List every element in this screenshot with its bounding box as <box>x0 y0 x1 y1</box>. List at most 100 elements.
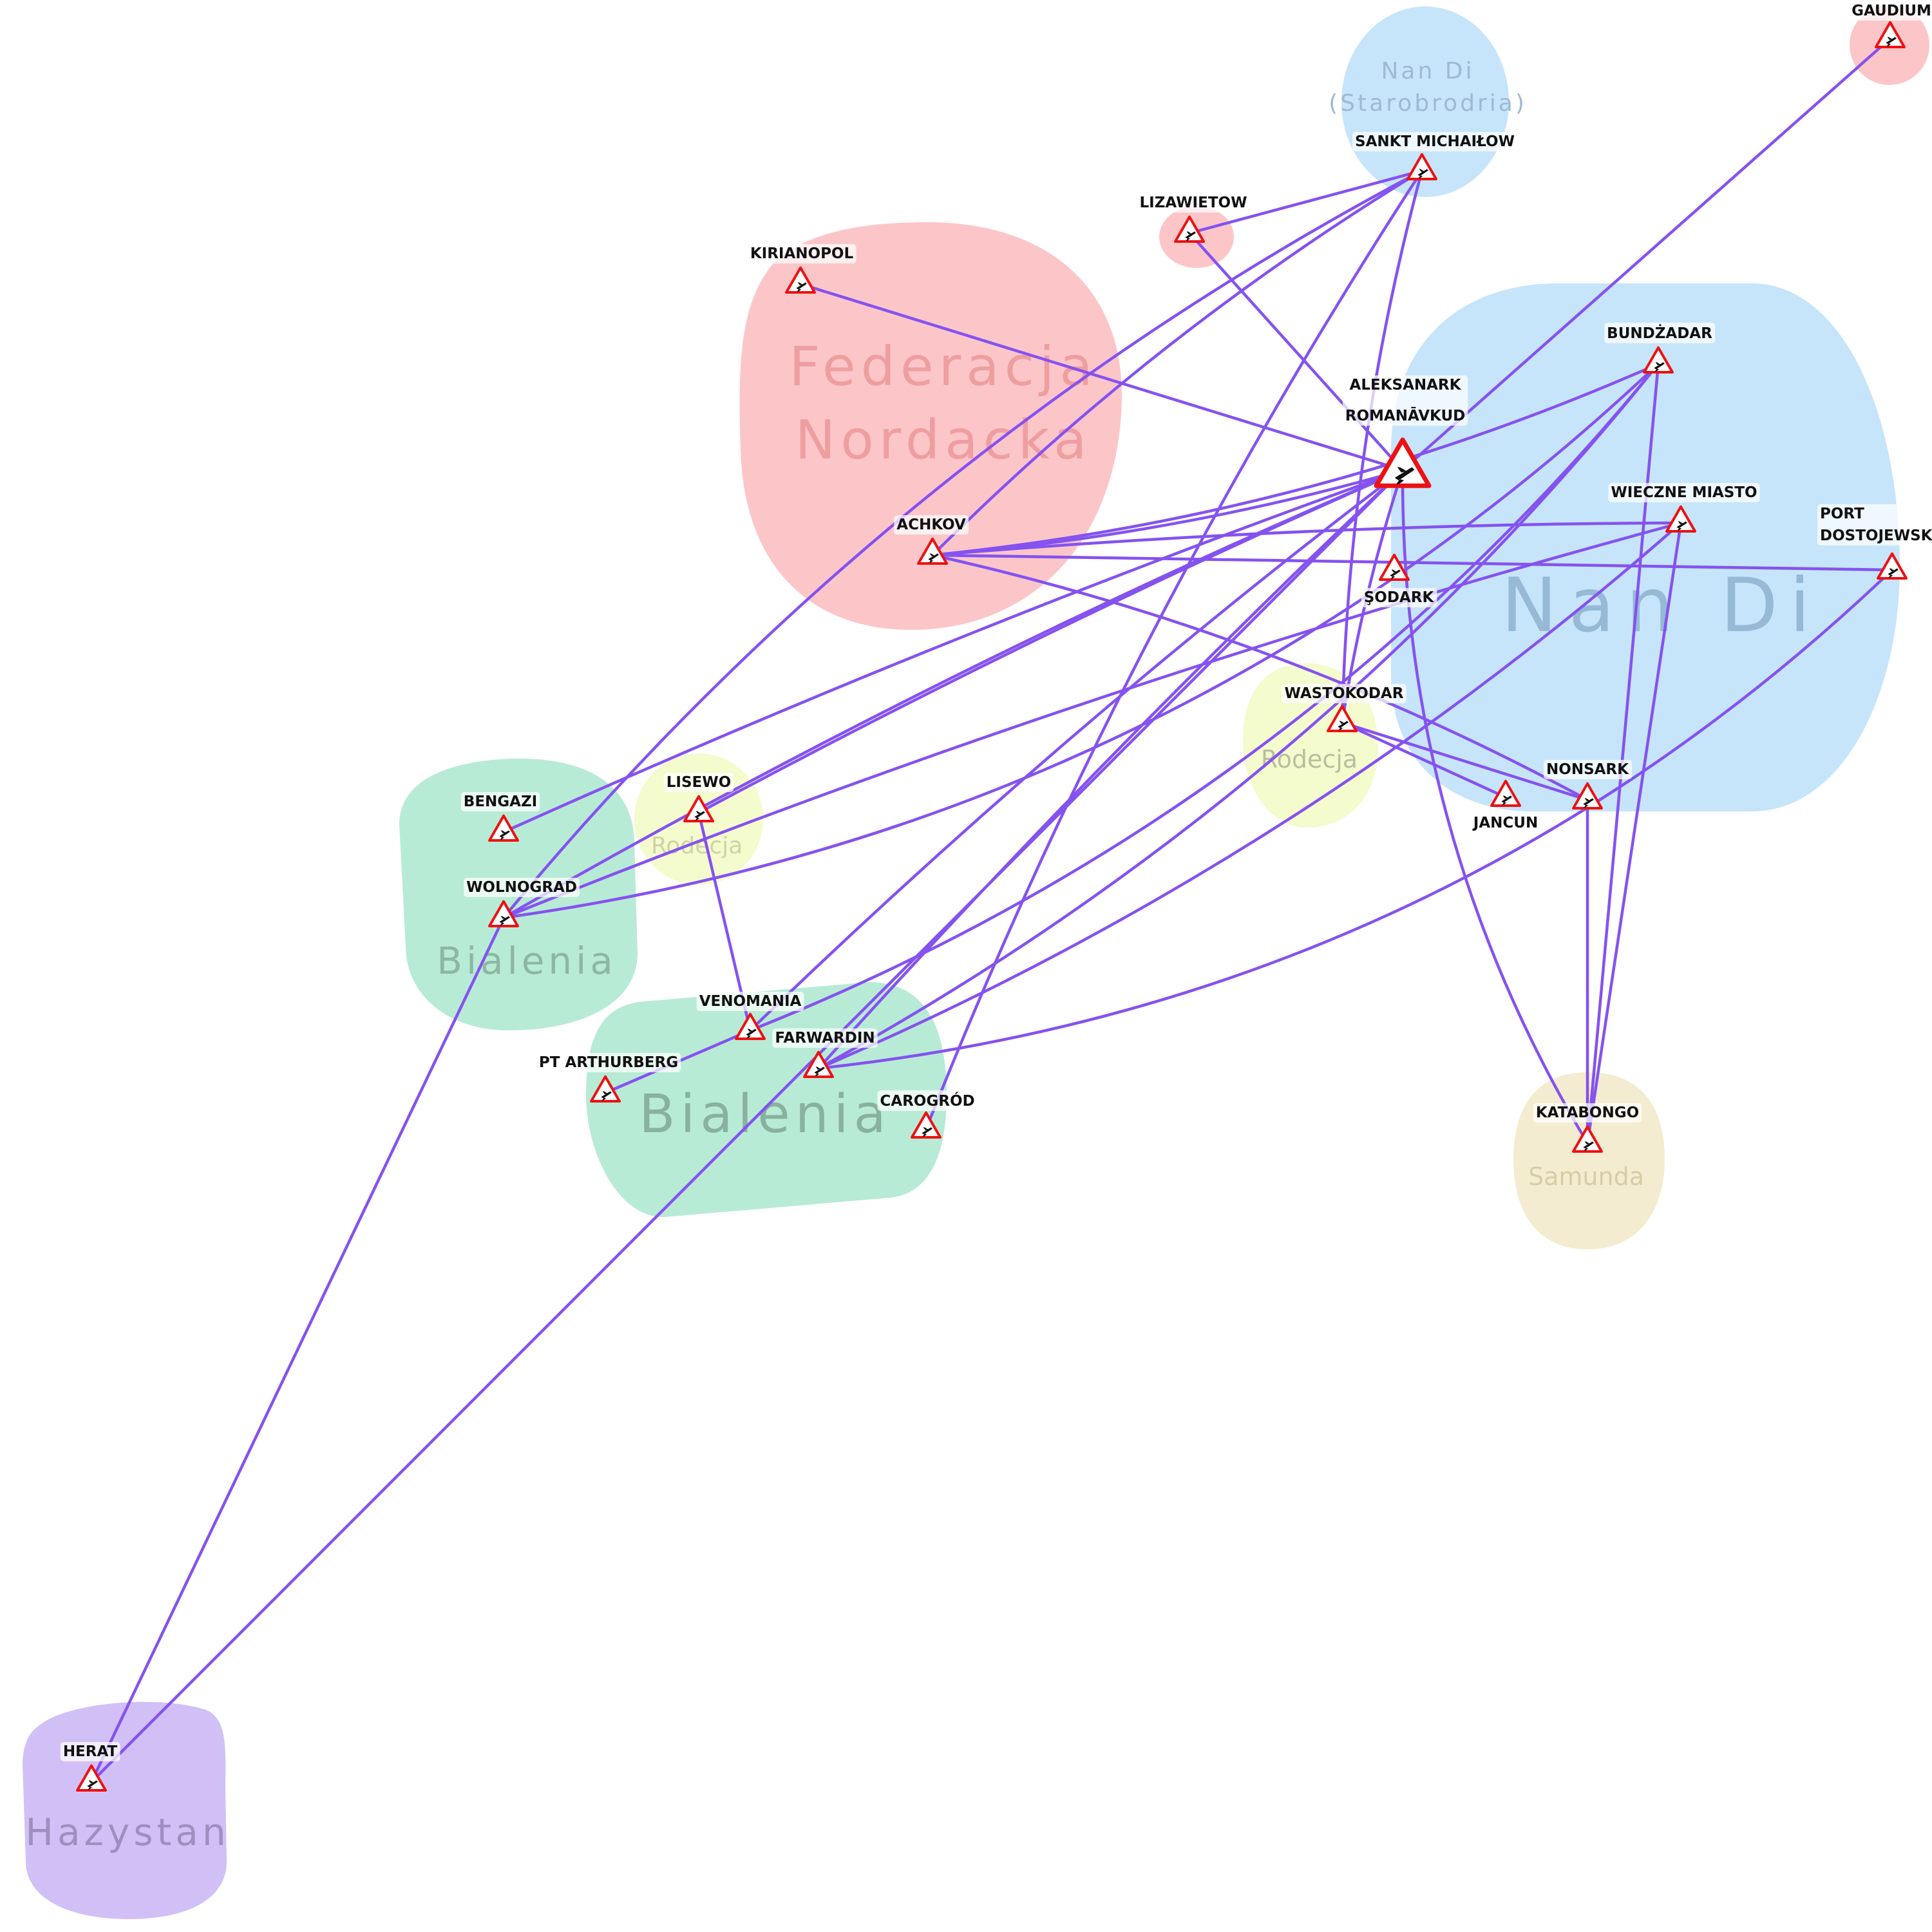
region-name-nan-di-starobrodria-line-2: (Starobrodria) <box>1329 90 1527 117</box>
route-wastokodar-jancun <box>1340 721 1508 799</box>
regions-layer <box>23 5 1929 1919</box>
region-name-federacja-nordacka-line-1: Federacja <box>789 335 1097 398</box>
herat-airport-icon[interactable] <box>76 1764 107 1792</box>
carogrod-airport-icon[interactable] <box>911 1111 942 1139</box>
route-wieczne-miasto-katabongo <box>1586 521 1683 1145</box>
achkov-label-halo <box>894 515 969 535</box>
bundzadar-label: BUNDŻADAR <box>1604 323 1716 343</box>
sodark-label-halo <box>1361 588 1437 607</box>
carogrod-label: CAROGRÓD <box>877 1090 978 1111</box>
katabongo-label-halo <box>1533 1103 1642 1122</box>
lizawietow-label-halo <box>1137 193 1250 213</box>
sankt-michailow-label-halo <box>1352 132 1517 151</box>
jancun-label-halo <box>1469 813 1541 833</box>
sodark-airport-icon[interactable] <box>1379 553 1410 582</box>
bundzadar-label-text: BUNDŻADAR <box>1607 324 1712 342</box>
gaudium-label: GAUDIUM <box>1849 1 1932 21</box>
wolnograd-label: WOLNOGRAD <box>464 878 580 897</box>
kirianopol-label-text: KIRIANOPOL <box>750 245 854 262</box>
katabongo-label: KATABONGO <box>1533 1103 1642 1122</box>
wolnograd-label-halo <box>464 878 580 897</box>
bengazi-airport-icon[interactable] <box>488 814 519 842</box>
route-hub-wolnograd <box>502 468 1405 920</box>
region-name-federacja-nordacka-line-2: Nordacka <box>795 408 1092 471</box>
venomania-airport-icon[interactable] <box>735 1012 766 1041</box>
hub-airport-icon[interactable] <box>1374 437 1432 488</box>
gaudium-label-text: GAUDIUM <box>1852 3 1931 19</box>
route-wieczne-miasto-achkov <box>931 521 1683 557</box>
route-hub-gaudium <box>1401 37 1892 472</box>
herat-label-halo <box>60 1742 120 1761</box>
region-federacja-nordacka <box>739 222 1122 630</box>
jancun-airport-icon[interactable] <box>1490 779 1521 808</box>
sodark-label-text: ŞODARK <box>1364 589 1435 606</box>
wolnograd-airport-icon[interactable] <box>488 900 519 928</box>
lisewo-label-halo <box>663 773 734 792</box>
lisewo-airport-icon[interactable] <box>683 795 714 823</box>
region-name-bialenia-south: Bialenia <box>639 1084 891 1145</box>
route-sankt-michailow-carogrod <box>924 169 1424 1131</box>
herat-label-text: HERAT <box>63 1743 118 1760</box>
lisewo-label: LISEWO <box>663 773 734 792</box>
route-sankt-michailow-wolnograd <box>502 169 1424 920</box>
nonsark-label-text: NONSARK <box>1546 761 1629 778</box>
route-bundzadar-wolnograd <box>502 362 1660 920</box>
bengazi-label-text: BENGAZI <box>464 793 537 810</box>
port-dostojewsk-airport-icon[interactable] <box>1877 552 1908 580</box>
wastokodar-airport-icon[interactable] <box>1327 705 1358 733</box>
nonsark-label: NONSARK <box>1544 760 1633 779</box>
kirianopol-label: KIRIANOPOL <box>747 244 857 263</box>
route-hub-kirianopol <box>799 282 1405 472</box>
wieczne-miasto-airport-icon[interactable] <box>1665 505 1696 533</box>
route-wastokodar-nonsark <box>1340 721 1589 802</box>
route-hub-herat <box>90 468 1405 1784</box>
wolnograd-label-text: WOLNOGRAD <box>466 879 577 896</box>
farwardin-label-halo <box>772 1028 878 1048</box>
region-name-rodecja-east: Rodecja <box>1261 745 1358 773</box>
jancun-label: JANCUN <box>1469 813 1541 833</box>
region-name-bialenia-west: Bialenia <box>437 939 617 983</box>
lizawietow-airport-icon[interactable] <box>1174 215 1205 243</box>
katabongo-airport-icon[interactable] <box>1572 1125 1603 1153</box>
jancun-label-text: JANCUN <box>1472 815 1538 831</box>
hub-label-halo <box>1342 375 1468 426</box>
carogrod-label-text: CAROGRÓD <box>880 1092 974 1110</box>
bengazi-label-halo <box>460 792 540 811</box>
route-wieczne-miasto-farwardin <box>817 521 1683 1070</box>
route-hub-farwardin <box>817 468 1405 1070</box>
route-hub-venomania <box>748 468 1405 1032</box>
bundzadar-airport-icon[interactable] <box>1643 346 1674 374</box>
farwardin-label-text: FARWARDIN <box>775 1030 875 1046</box>
sodark-label: ŞODARK <box>1361 588 1437 607</box>
nonsark-airport-icon[interactable] <box>1572 782 1603 810</box>
routes-layer <box>90 37 1894 1784</box>
kirianopol-airport-icon[interactable] <box>785 266 816 294</box>
route-bundzadar-venomania <box>748 362 1660 1032</box>
gaudium-airport-icon[interactable] <box>1875 21 1906 49</box>
route-bundzadar-katabongo <box>1586 362 1660 1145</box>
bundzadar-label-halo <box>1604 323 1716 343</box>
gaudium-label-halo <box>1849 1 1932 21</box>
farwardin-airport-icon[interactable] <box>803 1050 834 1079</box>
region-name-samunda: Samunda <box>1528 1162 1644 1191</box>
achkov-airport-icon[interactable] <box>917 537 948 565</box>
lisewo-label-text: LISEWO <box>667 774 731 791</box>
route-wolnograd-herat <box>90 916 506 1784</box>
region-name-nan-di-starobrodria-line-1: Nan Di <box>1381 58 1475 84</box>
katabongo-label-text: KATABONGO <box>1536 1104 1639 1121</box>
pt-arthurberg-airport-icon[interactable] <box>590 1075 621 1103</box>
wieczne-miasto-label: WIECZNE MIASTO <box>1608 483 1760 502</box>
region-name-hazystan: Hazystan <box>25 1810 229 1854</box>
route-bundzadar-achkov <box>931 362 1660 557</box>
wieczne-miasto-label-halo <box>1608 483 1760 502</box>
route-port-dostojewsk-farwardin <box>817 568 1894 1070</box>
kirianopol-label-halo <box>747 244 857 263</box>
sankt-michailow-airport-icon[interactable] <box>1406 153 1437 181</box>
herat-label: HERAT <box>60 1742 120 1761</box>
carogrod-label-halo <box>877 1090 978 1111</box>
pt-arthurberg-label-text: PT ARTHURBERG <box>539 1054 678 1071</box>
route-bundzadar-farwardin <box>817 362 1660 1070</box>
